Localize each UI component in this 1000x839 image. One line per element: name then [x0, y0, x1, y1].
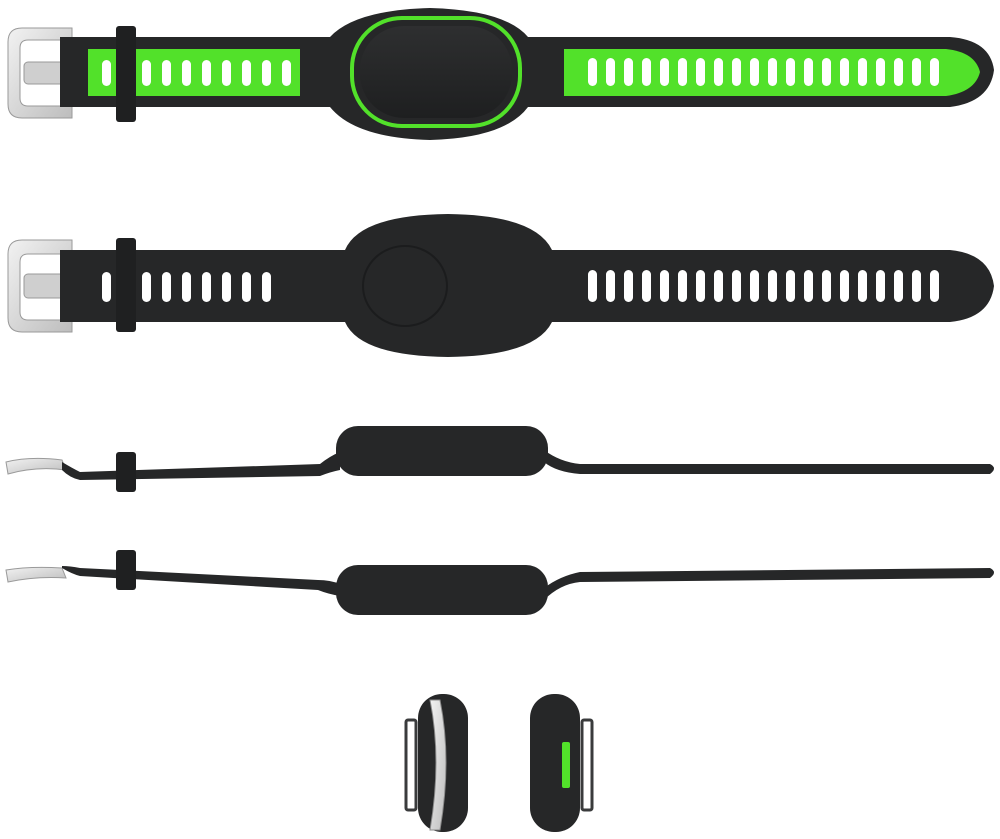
strap-holes-right: [588, 270, 939, 302]
strap-keeper: [116, 550, 136, 590]
buckle-icon: [429, 699, 447, 831]
green-inlay-edge: [562, 742, 570, 788]
strap-left: [62, 452, 340, 480]
strap-keeper: [116, 26, 136, 122]
strap: [60, 214, 994, 357]
end-view-left: [404, 694, 468, 832]
front-view-black: [7, 214, 994, 357]
strap: [60, 8, 994, 140]
side-view-lower: [5, 550, 994, 615]
strap-holes-right: [588, 58, 939, 86]
side-view-upper: [5, 426, 994, 492]
strap-keeper: [404, 718, 418, 812]
buckle-icon: [7, 239, 73, 333]
strap-keeper: [580, 718, 594, 812]
strap-keeper: [116, 238, 136, 332]
tracker-pod: [336, 426, 548, 476]
tracker-outline-icon: [362, 245, 448, 327]
front-view-green-inlay: [7, 8, 994, 140]
strap-left: [62, 566, 340, 596]
strap-right: [544, 450, 994, 474]
tracker-pod-face: [360, 26, 512, 118]
tracker-pod: [336, 565, 548, 615]
strap-keeper: [116, 452, 136, 492]
end-view-right: [530, 694, 594, 832]
buckle-icon: [5, 457, 67, 475]
buckle-icon: [5, 566, 67, 583]
strap-right: [544, 568, 994, 600]
tracker-pod: [530, 694, 580, 832]
